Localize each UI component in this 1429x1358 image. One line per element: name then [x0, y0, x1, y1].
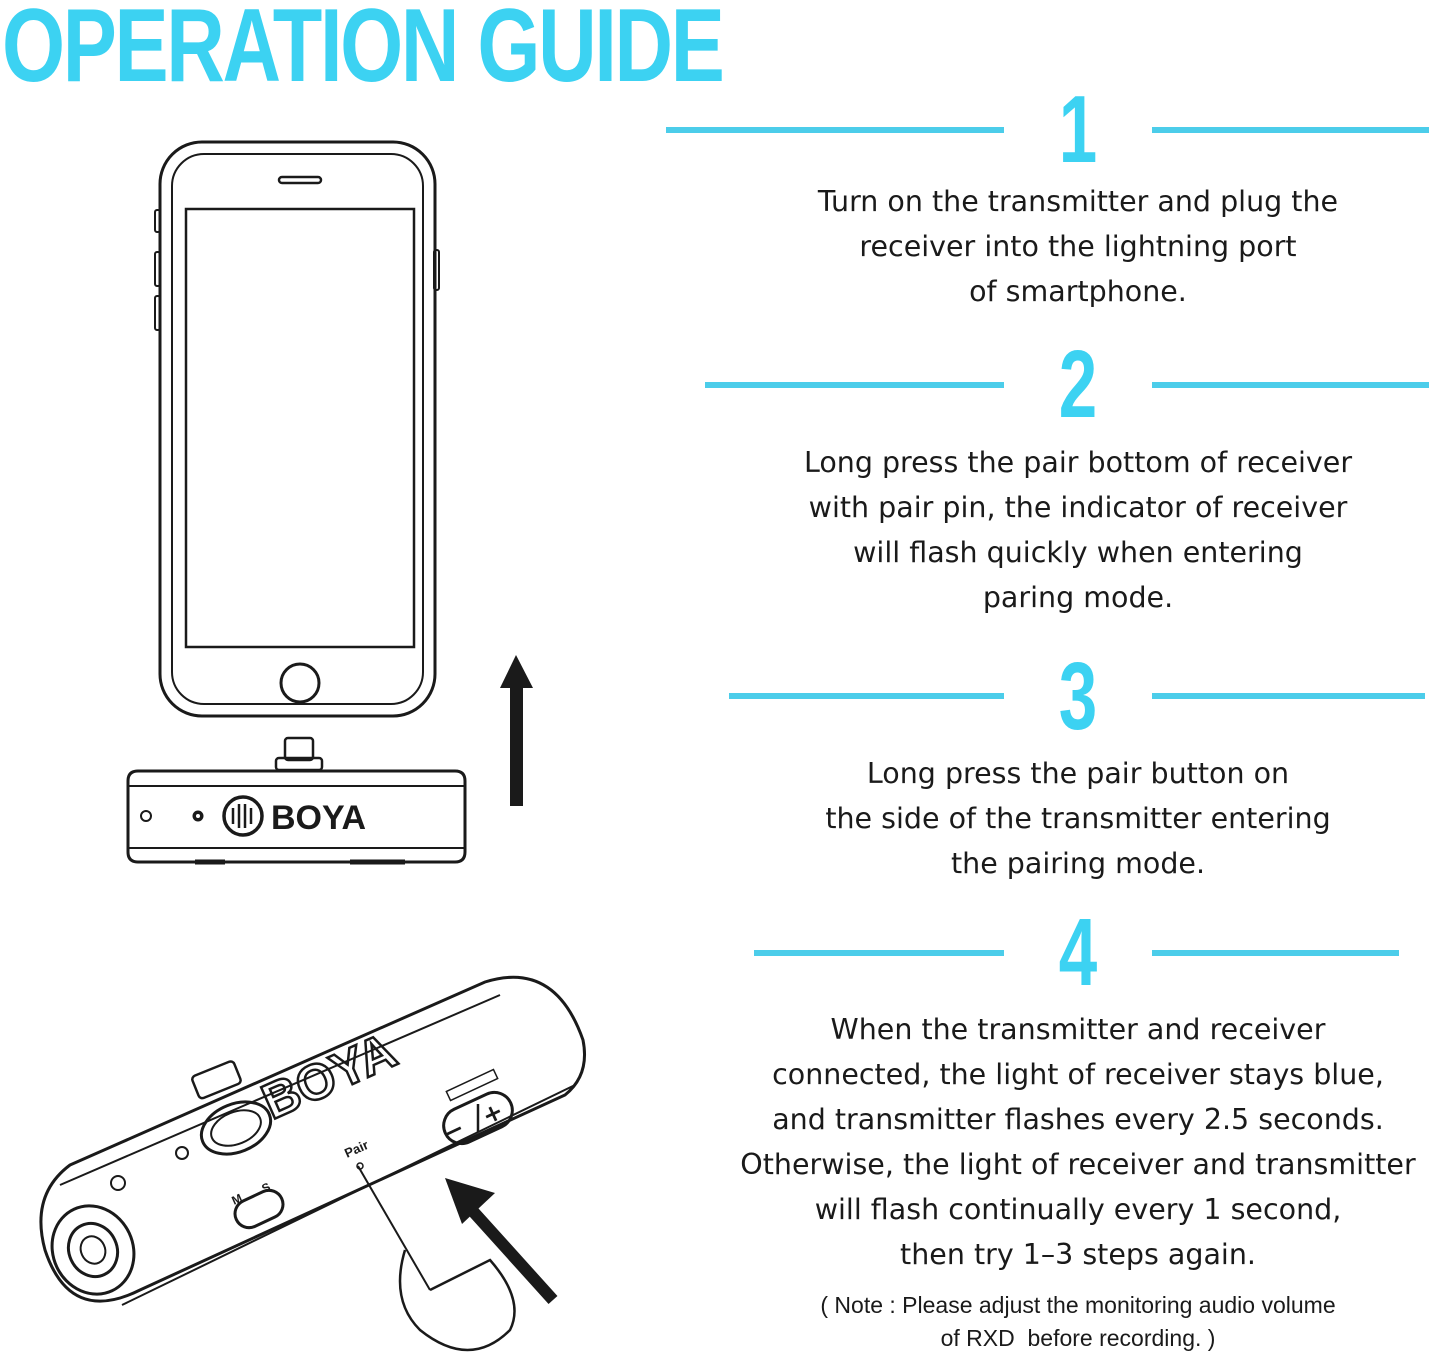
note-line: of RXD before recording. ): [940, 1325, 1216, 1351]
product-illustrations: BOYA BOYA Pair M S − +: [39, 140, 587, 1352]
receiver-brand-logo: BOYA: [271, 799, 366, 837]
step-2-line: will flash quickly when entering: [853, 536, 1303, 569]
step-3-rule-right: [1152, 693, 1425, 699]
step-4-line: When the transmitter and receiver: [830, 1013, 1326, 1046]
step-1-number: 1: [1058, 76, 1098, 183]
step-2-line: with pair pin, the indicator of receiver: [808, 491, 1348, 524]
step-1-line: of smartphone.: [969, 275, 1187, 308]
step-4-number: 4: [1058, 899, 1098, 1006]
step-4-rule-right: [1152, 950, 1399, 956]
step-3-rule-left: [729, 693, 1004, 699]
step-4-text: When the transmitter and receiver connec…: [735, 1007, 1421, 1277]
step-4-line: Otherwise, the light of receiver and tra…: [740, 1148, 1416, 1181]
step-2-rule-left: [705, 382, 1004, 388]
step-1-rule-left: [666, 127, 1004, 133]
volume-note: ( Note : Please adjust the monitoring au…: [735, 1289, 1421, 1355]
arrow-up-icon: [500, 655, 533, 806]
step-2-line: Long press the pair bottom of receiver: [803, 446, 1353, 479]
step-3-line: Long press the pair button on: [866, 757, 1290, 790]
arrow-diagonal-icon: [445, 1178, 558, 1305]
step-3-text: Long press the pair button on the side o…: [735, 751, 1421, 886]
mode-switch-label-m: M: [230, 1191, 245, 1208]
step-1-text: Turn on the transmitter and plug the rec…: [735, 179, 1421, 314]
receiver-illustration: [126, 736, 467, 865]
step-4-rule-left: [754, 950, 1004, 956]
step-3-number: 3: [1058, 643, 1098, 750]
step-4-line: connected, the light of receiver stays b…: [772, 1058, 1384, 1091]
step-2-rule-right: [1152, 382, 1429, 388]
step-4-line: will flash continually every 1 second,: [814, 1193, 1342, 1226]
step-1-line: Turn on the transmitter and plug the: [817, 185, 1339, 218]
transmitter-pair-label: Pair: [342, 1137, 371, 1161]
smartphone-illustration: [154, 140, 440, 718]
step-1-line: receiver into the lightning port: [859, 230, 1297, 263]
step-2-number: 2: [1058, 331, 1098, 438]
page-title: OPERATION GUIDE: [2, 0, 725, 104]
step-2-line: paring mode.: [982, 581, 1174, 614]
step-3-line: the side of the transmitter entering: [825, 802, 1331, 835]
step-4-line: and transmitter flashes every 2.5 second…: [772, 1103, 1384, 1136]
step-4-line: then try 1–3 steps again.: [900, 1238, 1256, 1271]
note-line: ( Note : Please adjust the monitoring au…: [820, 1292, 1336, 1318]
step-3-line: the pairing mode.: [950, 847, 1206, 880]
step-1-rule-right: [1152, 127, 1429, 133]
transmitter-illustration: [39, 975, 587, 1352]
transmitter-brand-logo: BOYA: [254, 1022, 405, 1130]
step-2-text: Long press the pair bottom of receiver w…: [735, 440, 1421, 620]
